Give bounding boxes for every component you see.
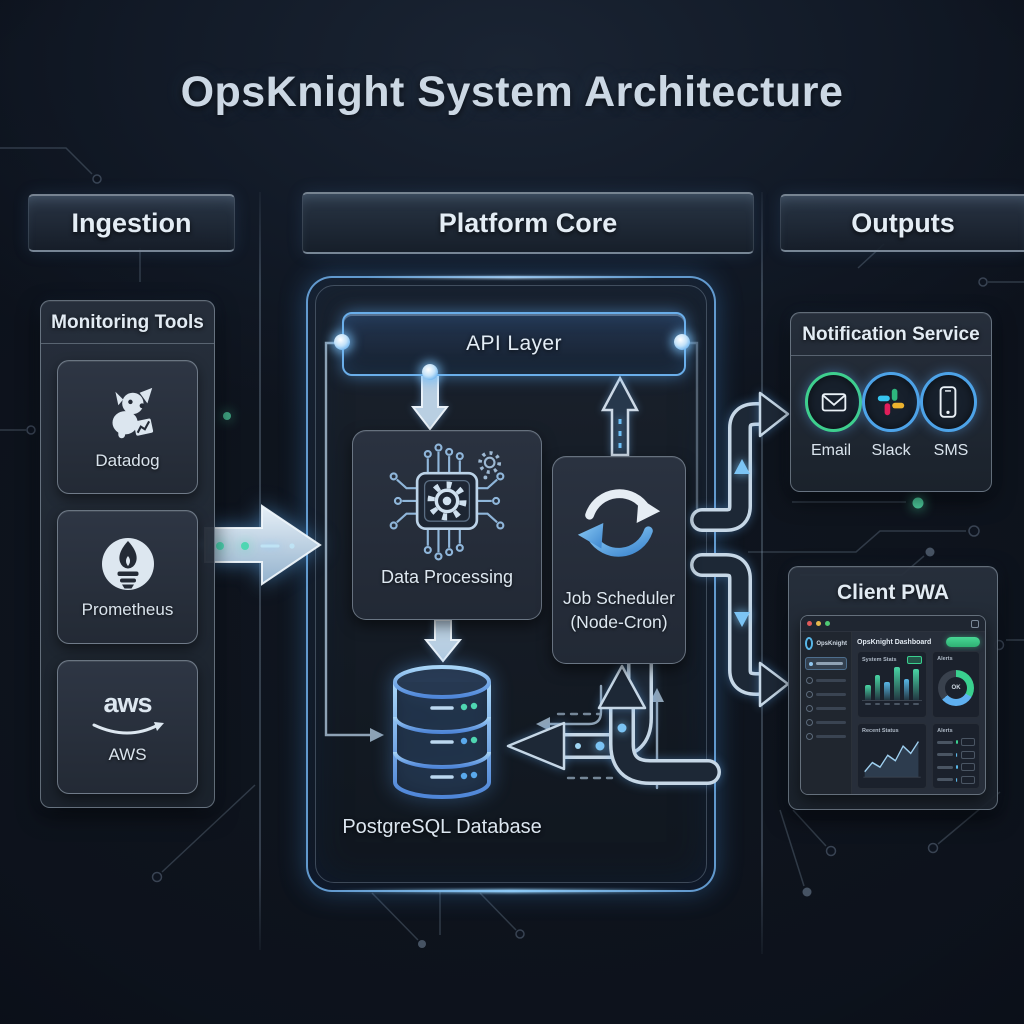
traffic-light-yellow: [816, 621, 821, 626]
core-bottom-glow: [332, 889, 690, 893]
monitoring-tools-panel: Monitoring Tools Da: [40, 300, 215, 808]
ingestion-to-core-arrow: [204, 504, 322, 586]
column-header-ingestion: Ingestion: [28, 194, 235, 252]
aws-wordmark: aws: [103, 687, 152, 718]
browser-lock-icon: [971, 619, 979, 628]
tool-card-aws: aws AWS: [57, 660, 198, 794]
smartphone-icon: [939, 386, 957, 418]
mockup-sidebar: OpsKnight: [801, 632, 852, 794]
column-header-outputs: Outputs: [780, 194, 1024, 252]
column-header-platform-core-label: Platform Core: [438, 207, 618, 238]
email-envelope-icon: [821, 393, 846, 412]
column-header-outputs-label: Outputs: [851, 207, 955, 238]
mockup-nav-item: [806, 719, 846, 726]
chip-processor-icon: [389, 443, 505, 561]
tool-card-prometheus: Prometheus: [57, 510, 198, 644]
column-divider-left: [259, 192, 261, 950]
mockup-line-chart-card: Recent Status: [857, 722, 928, 789]
traffic-light-red: [807, 621, 812, 626]
mock-list-row: [937, 750, 975, 759]
mockup-app-name: OpsKnight: [816, 640, 847, 647]
mock-donut: OK: [938, 670, 975, 707]
column-divider-right: [761, 192, 763, 954]
column-header-platform-core: Platform Core: [302, 192, 754, 254]
mockup-donut-card: Alerts OK: [932, 651, 980, 718]
core-top-glow: [364, 276, 658, 279]
email-channel: [805, 372, 863, 432]
notification-service-panel: Notification Service: [790, 312, 992, 492]
slack-label: Slack: [871, 442, 911, 459]
api-layer-label: API Layer: [466, 332, 562, 355]
mockup-logo-icon: [805, 637, 814, 650]
core-to-notification-arrowhead: [758, 391, 790, 438]
mockup-nav-item: [806, 691, 846, 698]
mockup-dashboard-title: OpsKnight Dashboard: [857, 638, 932, 646]
mock-list-row: [937, 775, 975, 784]
postgresql-database-icon: [393, 665, 491, 799]
connector-dot-right: [674, 334, 690, 350]
postgresql-database-label: PostgreSQL Database: [342, 816, 542, 838]
mockup-action-button: [946, 637, 980, 647]
mockup-alert-list-card: Alerts: [932, 722, 980, 789]
slack-channel: [862, 372, 920, 432]
job-scheduler-label-line1: Job Scheduler: [563, 588, 675, 608]
mock-line-chart: [863, 740, 921, 778]
tool-card-datadog: Datadog: [57, 360, 198, 494]
tool-label-prometheus: Prometheus: [81, 600, 174, 619]
pwa-browser-mockup: OpsKnight OpsKnight Dashboard: [800, 615, 986, 795]
connector-dot-bottom: [422, 364, 438, 380]
aws-smile-icon: [92, 721, 164, 734]
datadog-dog-icon: [112, 387, 153, 439]
mockup-nav-item: [806, 677, 846, 684]
email-label: Email: [810, 442, 851, 459]
data-processing-card: Data Processing: [352, 430, 542, 620]
mockup-nav-item: [806, 705, 846, 712]
mockup-nav-item: [806, 733, 846, 740]
notification-service-header: Notification Service: [791, 313, 991, 356]
client-pwa-panel: Client PWA OpsKnight: [788, 566, 998, 810]
prometheus-torch-icon: [101, 538, 154, 590]
page-title: OpsKnight System Architecture: [180, 68, 844, 116]
traffic-light-green: [825, 621, 830, 626]
mockup-titlebar: [801, 616, 985, 632]
cycle-refresh-icon: [577, 489, 661, 557]
mockup-nav-active: [805, 657, 847, 670]
mockup-bar-chart-card: System Stats: [857, 651, 928, 718]
sms-label: SMS: [933, 442, 969, 459]
core-to-pwa-arrowhead: [758, 661, 790, 708]
tool-label-aws: AWS: [108, 744, 147, 764]
mock-bar-chart: [862, 667, 923, 701]
client-pwa-header: Client PWA: [836, 581, 949, 604]
connector-dot-left: [334, 334, 350, 350]
job-scheduler-label-line2: (Node-Cron): [570, 611, 668, 632]
data-processing-label: Data Processing: [380, 567, 514, 587]
column-header-ingestion-label: Ingestion: [71, 207, 192, 238]
monitoring-tools-header: Monitoring Tools: [41, 301, 214, 344]
tool-label-datadog: Datadog: [95, 451, 160, 470]
mock-list-row: [937, 763, 975, 771]
sms-channel: [919, 372, 977, 432]
mock-list-row: [937, 738, 975, 746]
job-scheduler-card: Job Scheduler (Node-Cron): [552, 456, 686, 664]
api-layer-box: API Layer: [342, 312, 686, 376]
slack-logo-icon: [877, 388, 905, 416]
